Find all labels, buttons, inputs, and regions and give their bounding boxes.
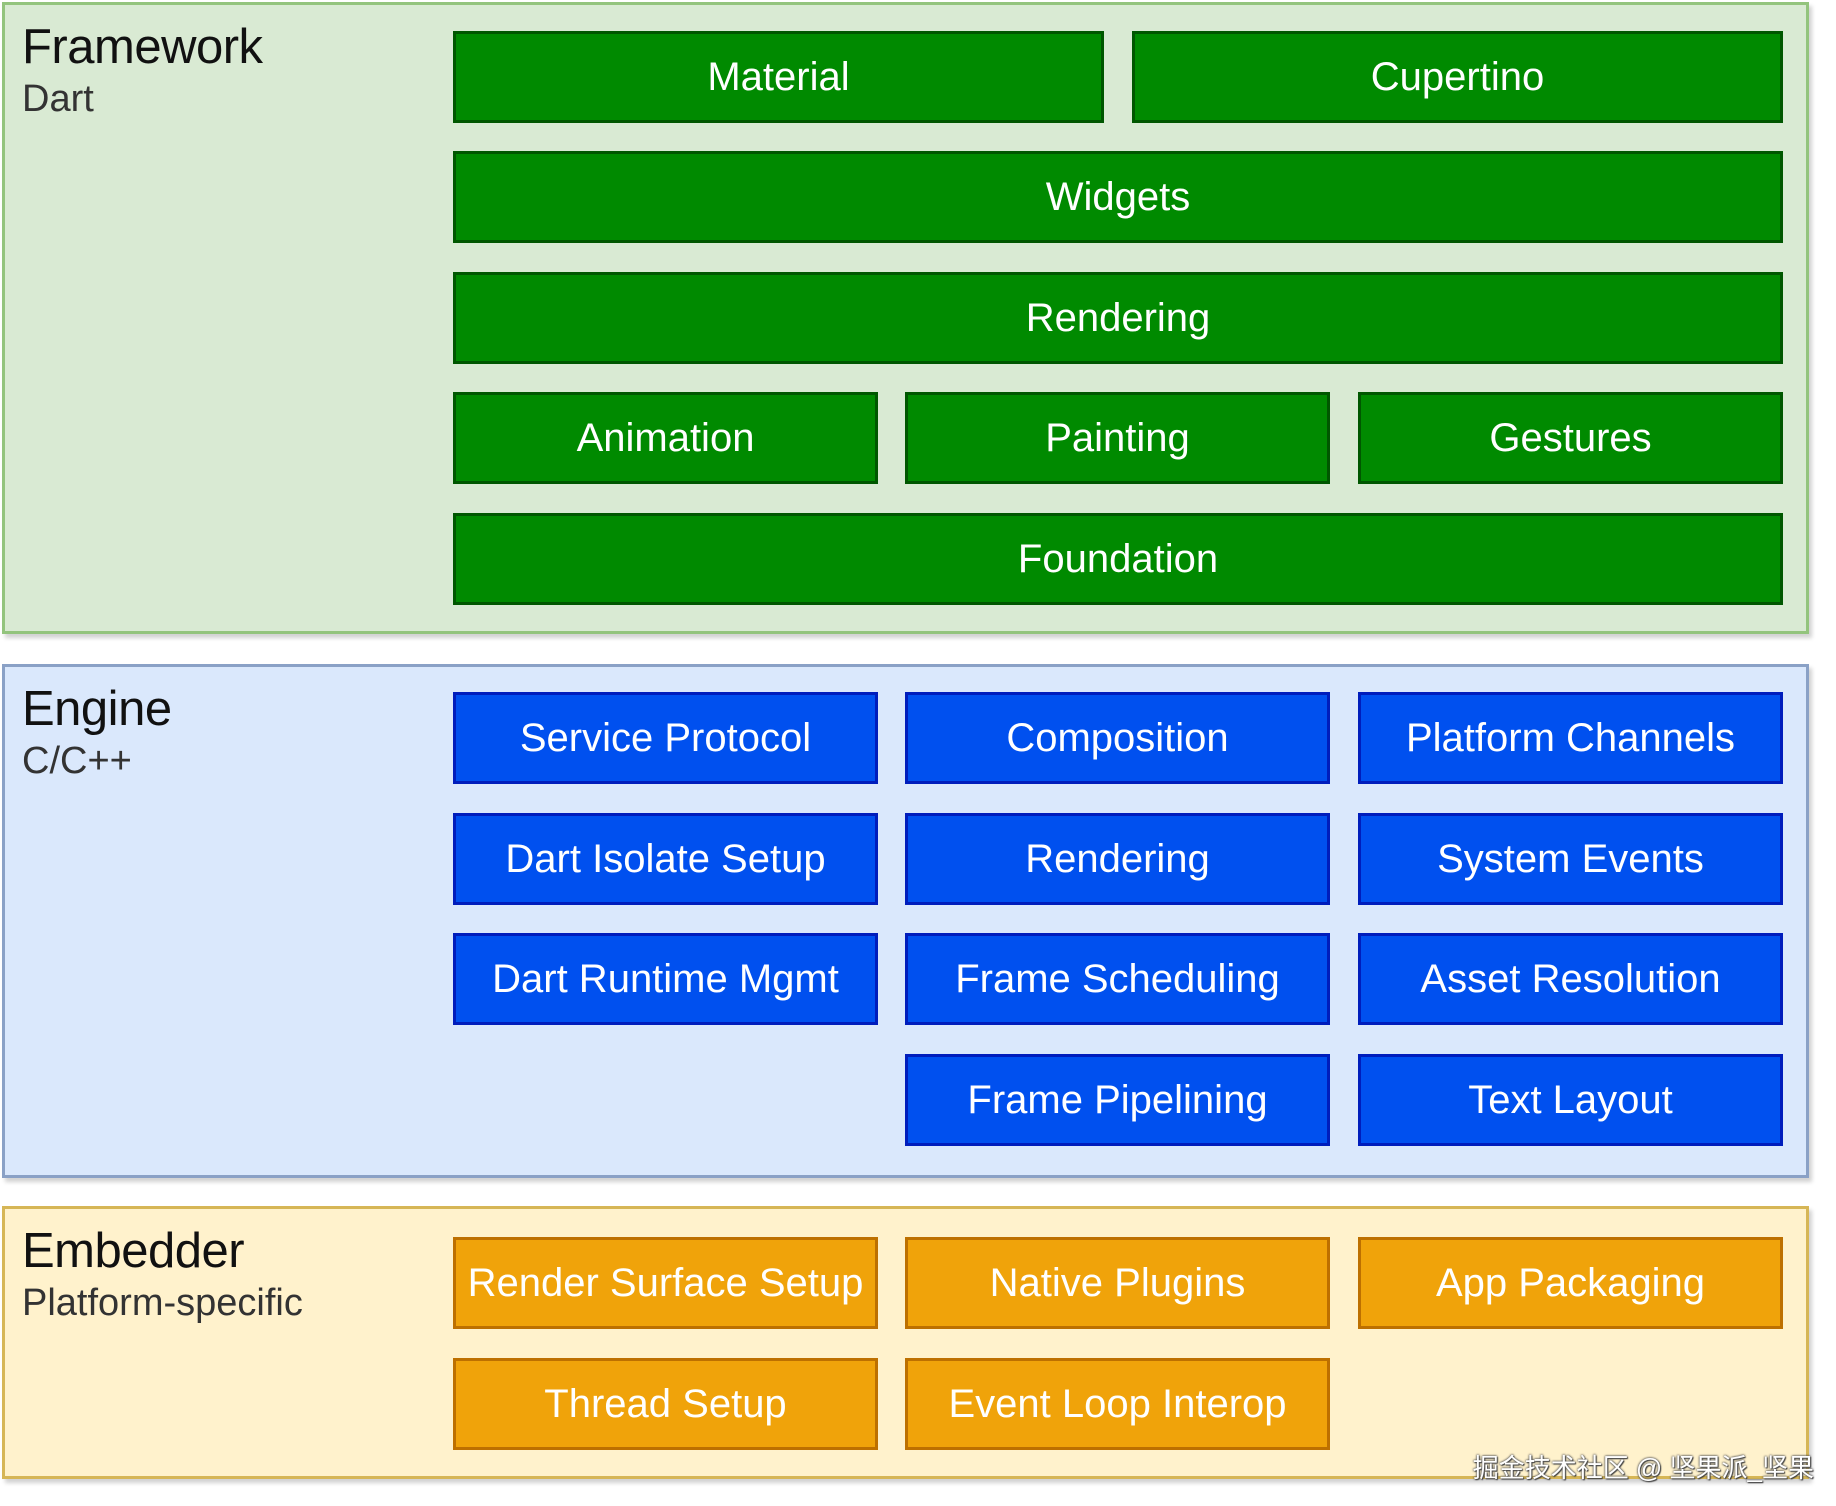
box-foundation: Foundation — [453, 513, 1783, 605]
embedder-title: Embedder — [22, 1224, 245, 1278]
box-asset-resolution: Asset Resolution — [1358, 933, 1783, 1025]
box-painting: Painting — [905, 392, 1330, 484]
box-native-plugins: Native Plugins — [905, 1237, 1330, 1329]
box-framework-rendering: Rendering — [453, 272, 1783, 364]
embedder-subtitle: Platform-specific — [22, 1282, 303, 1324]
box-frame-pipelining: Frame Pipelining — [905, 1054, 1330, 1146]
box-thread-setup: Thread Setup — [453, 1358, 878, 1450]
box-widgets: Widgets — [453, 151, 1783, 243]
box-event-loop-interop: Event Loop Interop — [905, 1358, 1330, 1450]
framework-title: Framework — [22, 20, 263, 74]
box-composition: Composition — [905, 692, 1330, 784]
watermark-text: 掘金技术社区 @ 坚果派_坚果 — [1472, 1453, 1814, 1483]
box-dart-isolate-setup: Dart Isolate Setup — [453, 813, 878, 905]
box-dart-runtime-mgmt: Dart Runtime Mgmt — [453, 933, 878, 1025]
box-app-packaging: App Packaging — [1358, 1237, 1783, 1329]
box-material: Material — [453, 31, 1104, 123]
box-render-surface-setup: Render Surface Setup — [453, 1237, 878, 1329]
box-text-layout: Text Layout — [1358, 1054, 1783, 1146]
box-platform-channels: Platform Channels — [1358, 692, 1783, 784]
box-animation: Animation — [453, 392, 878, 484]
box-engine-rendering: Rendering — [905, 813, 1330, 905]
framework-subtitle: Dart — [22, 78, 94, 120]
framework-layer: Framework Dart Material Cupertino Widget… — [2, 2, 1809, 634]
box-frame-scheduling: Frame Scheduling — [905, 933, 1330, 1025]
box-cupertino: Cupertino — [1132, 31, 1783, 123]
box-system-events: System Events — [1358, 813, 1783, 905]
box-gestures: Gestures — [1358, 392, 1783, 484]
embedder-layer: Embedder Platform-specific Render Surfac… — [2, 1206, 1809, 1479]
engine-title: Engine — [22, 682, 172, 736]
engine-subtitle: C/C++ — [22, 740, 132, 782]
engine-layer: Engine C/C++ Service Protocol Compositio… — [2, 664, 1809, 1178]
box-service-protocol: Service Protocol — [453, 692, 878, 784]
